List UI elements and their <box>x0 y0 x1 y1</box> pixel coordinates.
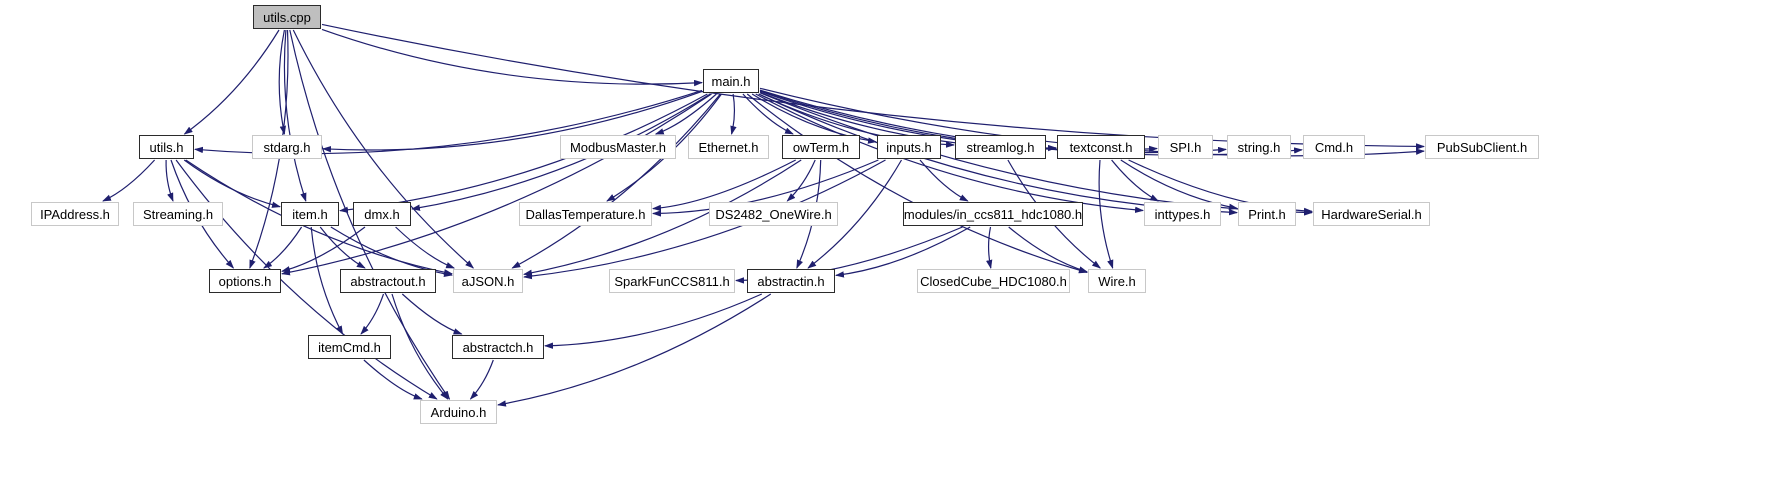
graph-node-options-h[interactable]: options.h <box>209 269 281 293</box>
graph-node-main-h[interactable]: main.h <box>703 69 759 93</box>
edge-abstractout-h-to-abstractch-h <box>401 293 463 335</box>
graph-node-abstractout-h[interactable]: abstractout.h <box>340 269 436 293</box>
graph-node-itemcmd-h[interactable]: itemCmd.h <box>308 335 391 359</box>
graph-node-arduino-h[interactable]: Arduino.h <box>420 400 497 424</box>
edge-utils-cpp-to-utils-h <box>183 29 280 135</box>
edge-utils-h-to-item-h <box>183 159 281 208</box>
edge-abstractout-h-to-itemcmd-h <box>360 293 385 335</box>
edge-utils-h-to-streaming-h <box>165 159 174 202</box>
edge-inputs-h-to-abstractin-h <box>807 159 903 269</box>
edge-dmx-h-to-ajson-h <box>395 226 456 269</box>
graph-node-textconst-h[interactable]: textconst.h <box>1057 135 1145 159</box>
edge-itemcmd-h-to-arduino-h <box>363 359 423 400</box>
edge-main-h-to-wire-h <box>746 93 1088 274</box>
edge-utils-h-to-ajson-h <box>185 159 453 276</box>
graph-node-modules-in-ccs811-hdc1080-h[interactable]: modules/in_ccs811_hdc1080.h <box>903 202 1083 226</box>
edge-utils-h-to-ipaddress-h <box>102 159 156 202</box>
graph-node-streaming-h[interactable]: Streaming.h <box>133 202 223 226</box>
edge-utils-cpp-to-main-h <box>321 28 703 87</box>
graph-node-ethernet-h[interactable]: Ethernet.h <box>688 135 769 159</box>
graph-node-sparkfunccs811-h[interactable]: SparkFunCCS811.h <box>609 269 735 293</box>
graph-node-inputs-h[interactable]: inputs.h <box>877 135 941 159</box>
edge-inputs-h-to-dallastemperature-h <box>652 159 879 217</box>
graph-node-print-h[interactable]: Print.h <box>1238 202 1296 226</box>
graph-node-inttypes-h[interactable]: inttypes.h <box>1144 202 1221 226</box>
edge-textconst-h-to-inttypes-h <box>1111 159 1160 202</box>
edge-main-h-to-ethernet-h <box>730 93 737 135</box>
edge-inputs-h-to-ajson-h <box>523 159 886 280</box>
edge-main-h-to-inputs-h <box>751 93 877 144</box>
graph-node-string-h[interactable]: string.h <box>1227 135 1291 159</box>
edge-textconst-h-to-print-h <box>1120 159 1238 210</box>
edge-item-h-to-options-h <box>263 226 303 269</box>
edge-modules-in-ccs811-hdc1080-h-to-wire-h <box>1008 226 1088 273</box>
edge-utils-cpp-to-arduino-h <box>289 29 451 400</box>
edge-modules-in-ccs811-hdc1080-h-to-abstractin-h <box>835 226 971 278</box>
edge-abstractch-h-to-arduino-h <box>469 359 494 400</box>
edge-abstractin-h-to-abstractch-h <box>544 293 763 349</box>
edge-utils-cpp-to-item-h <box>283 29 307 202</box>
edge-main-h-to-inttypes-h <box>755 93 1144 213</box>
graph-node-cmd-h[interactable]: Cmd.h <box>1303 135 1365 159</box>
edge-main-h-to-stdarg-h <box>322 90 703 153</box>
edge-utils-cpp-to-stdarg-h <box>278 29 286 135</box>
graph-node-ajson-h[interactable]: aJSON.h <box>453 269 523 293</box>
graph-node-closedcube-hdc1080-h[interactable]: ClosedCube_HDC1080.h <box>917 269 1070 293</box>
graph-node-utils-h[interactable]: utils.h <box>139 135 194 159</box>
graph-node-streamlog-h[interactable]: streamlog.h <box>955 135 1046 159</box>
graph-node-abstractin-h[interactable]: abstractin.h <box>747 269 835 293</box>
edge-dmx-h-to-options-h <box>281 226 366 273</box>
edge-paths <box>102 23 1425 407</box>
graph-node-spi-h[interactable]: SPI.h <box>1158 135 1213 159</box>
graph-node-item-h[interactable]: item.h <box>281 202 339 226</box>
edge-utils-h-to-arduino-h <box>175 159 438 400</box>
edge-item-h-to-abstractout-h <box>319 226 366 269</box>
graph-node-abstractch-h[interactable]: abstractch.h <box>452 335 544 359</box>
graph-node-ds2482-onewire-h[interactable]: DS2482_OneWire.h <box>709 202 838 226</box>
edge-item-h-to-itemcmd-h <box>310 226 344 335</box>
graph-node-dallastemperature-h[interactable]: DallasTemperature.h <box>519 202 652 226</box>
edge-abstractin-h-to-arduino-h <box>497 293 772 407</box>
edge-utils-cpp-to-ajson-h <box>292 29 475 269</box>
edge-main-h-to-options-h <box>281 93 712 276</box>
graph-node-stdarg-h[interactable]: stdarg.h <box>252 135 322 159</box>
edge-inputs-h-to-modules-in-ccs811-hdc1080-h <box>919 159 969 202</box>
graph-node-ipaddress-h[interactable]: IPAddress.h <box>31 202 119 226</box>
edge-owterm-h-to-ds2482-onewire-h <box>786 159 816 202</box>
edge-owterm-h-to-ajson-h <box>523 159 802 276</box>
edge-textconst-h-to-wire-h <box>1098 159 1114 269</box>
edge-main-h-to-dmx-h <box>411 93 711 211</box>
graph-node-owterm-h[interactable]: owTerm.h <box>782 135 860 159</box>
edge-main-h-to-modbusmaster-h <box>654 93 717 135</box>
edge-main-h-to-ajson-h <box>511 93 721 269</box>
graph-node-dmx-h[interactable]: dmx.h <box>353 202 411 226</box>
edge-main-h-to-owterm-h <box>742 93 794 135</box>
graph-node-hardwareserial-h[interactable]: HardwareSerial.h <box>1313 202 1430 226</box>
edge-owterm-h-to-dallastemperature-h <box>652 159 796 212</box>
edge-modules-in-ccs811-hdc1080-h-to-closedcube-hdc1080-h <box>986 226 993 269</box>
graph-node-modbusmaster-h[interactable]: ModbusMaster.h <box>560 135 676 159</box>
edge-abstractout-h-to-arduino-h <box>391 293 449 400</box>
graph-node-wire-h[interactable]: Wire.h <box>1088 269 1146 293</box>
graph-node-pubsubclient-h[interactable]: PubSubClient.h <box>1425 135 1539 159</box>
edge-item-h-to-ajson-h <box>330 226 453 277</box>
graph-node-utils-cpp[interactable]: utils.cpp <box>253 5 321 29</box>
